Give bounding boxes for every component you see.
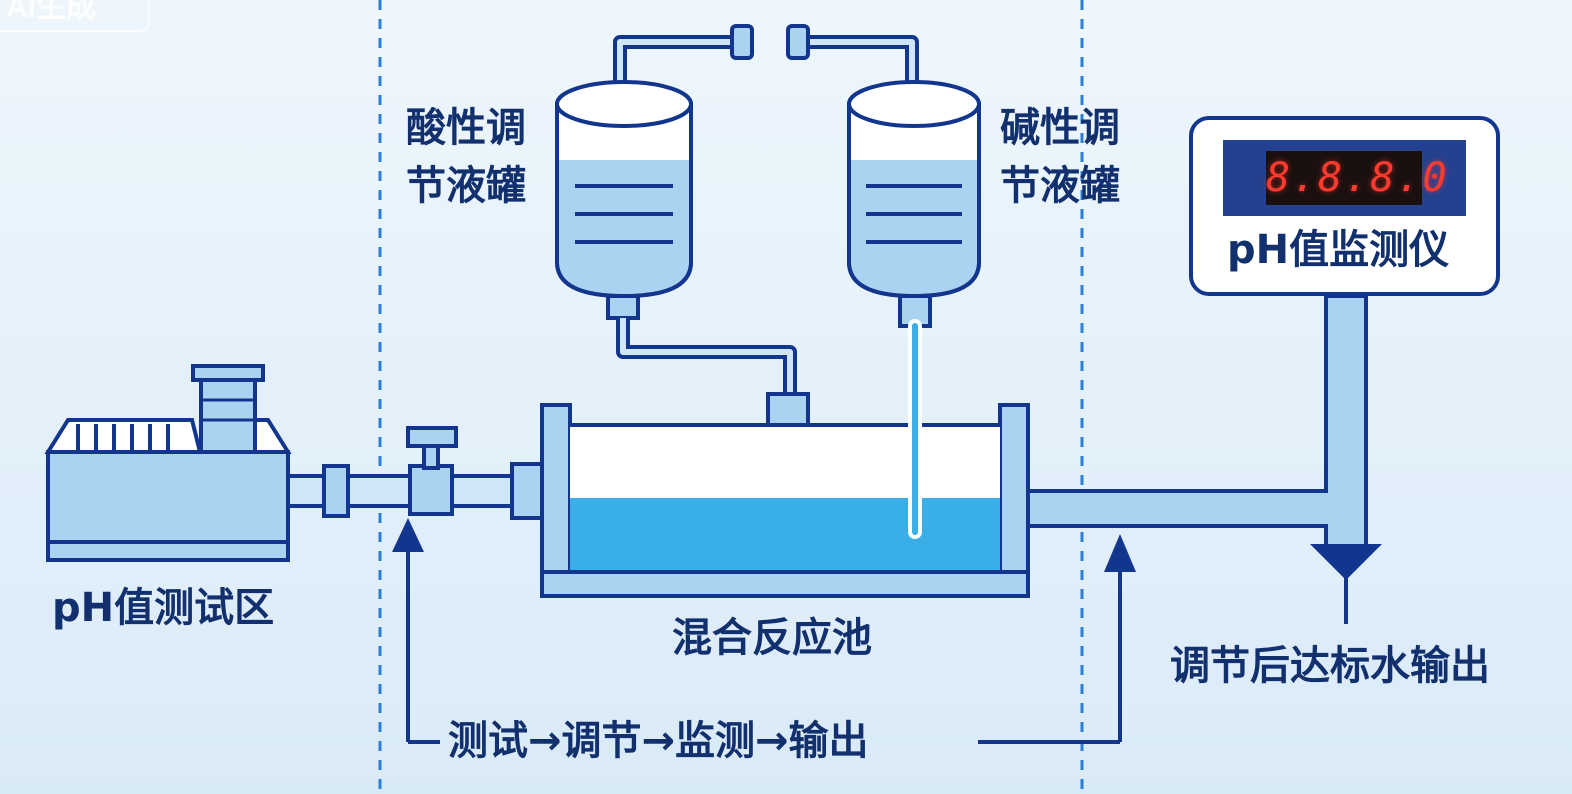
ph-display-readout: 8.8.8.0 [1266, 151, 1447, 205]
label-test-zone: pH值测试区 [52, 585, 275, 631]
label-base-tank-line1: 碱性调 [1000, 105, 1120, 151]
output-funnel-arrow [1310, 544, 1382, 624]
base-tank [847, 80, 981, 328]
test-zone-machine [44, 364, 292, 562]
ai-watermark: AI生成 [0, 0, 150, 32]
acid-tank [555, 80, 693, 320]
label-acid-tank-line1: 酸性调 [406, 105, 526, 151]
acid-feed-pipe [616, 318, 810, 428]
label-ph-monitor: pH值监测仪 [1227, 227, 1450, 273]
label-reaction-pool: 混合反应池 [672, 615, 872, 661]
flow-arrow-loop [392, 518, 1136, 744]
label-base-tank-line2: 节液罐 [1000, 163, 1120, 209]
inlet-valve [406, 426, 458, 516]
label-process-flow: 测试→调节→监测→输出 [448, 718, 869, 764]
label-acid-tank-line2: 节液罐 [406, 163, 526, 209]
outlet-pipe [1026, 294, 1368, 548]
label-output: 调节后达标水输出 [1170, 643, 1490, 689]
reaction-pool [540, 403, 1030, 598]
